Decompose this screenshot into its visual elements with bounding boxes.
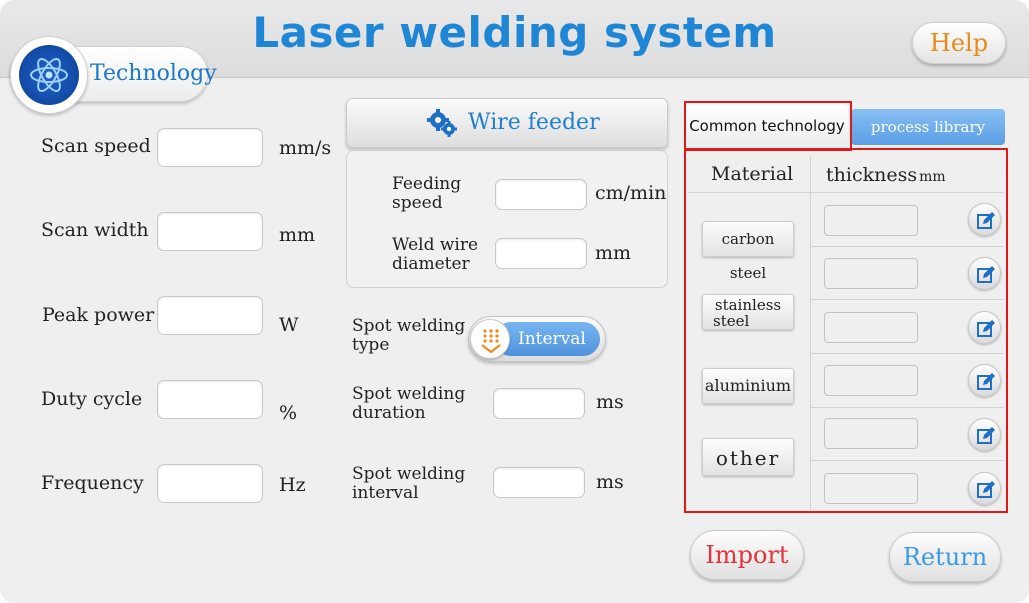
thickness-field[interactable] (824, 473, 918, 504)
table-column-divider (810, 155, 811, 510)
thickness-field[interactable] (824, 365, 918, 396)
wire-feeder-button[interactable] (346, 98, 668, 148)
spot-welding-interval-unit: ms (596, 471, 624, 493)
peak-power-input[interactable] (157, 296, 263, 335)
tab-common-technology[interactable]: Common technology (686, 104, 848, 148)
edit-button-row-4[interactable] (968, 364, 1001, 397)
duty-cycle-input[interactable] (157, 380, 263, 419)
peak-power-label: Peak power (42, 304, 155, 326)
scan-width-unit: mm (279, 224, 316, 246)
table-header-divider (688, 192, 1004, 193)
spot-welding-duration-input[interactable] (493, 388, 585, 419)
spot-welding-duration-label: Spot welding duration (352, 384, 466, 423)
material-other[interactable]: other (702, 438, 794, 476)
edit-icon (977, 320, 995, 337)
feeding-speed-label: Feeding speed (392, 174, 462, 213)
edit-icon (977, 212, 995, 229)
peak-power-unit: W (279, 314, 299, 336)
frequency-unit: Hz (279, 474, 306, 496)
row-divider (811, 460, 1004, 461)
tab-process-library[interactable]: process library (851, 109, 1005, 145)
wire-feeder-label: Wire feeder (468, 110, 600, 135)
edit-button-row-1[interactable] (968, 203, 1001, 236)
interval-dots-icon (481, 329, 501, 354)
row-divider (811, 353, 1004, 354)
edit-icon (977, 373, 995, 390)
scan-speed-unit: mm/s (279, 137, 332, 159)
toggle-knob[interactable] (470, 319, 510, 359)
material-stainless-steel[interactable]: stainless steel (702, 294, 794, 330)
atom-icon (30, 58, 68, 92)
duty-cycle-unit: % (279, 402, 298, 424)
material-header: Material (711, 163, 794, 185)
scan-speed-label: Scan speed (41, 135, 151, 157)
thickness-field[interactable] (824, 418, 918, 449)
frequency-input[interactable] (157, 464, 263, 503)
import-button[interactable]: Import (690, 530, 804, 580)
duty-cycle-label: Duty cycle (41, 388, 143, 410)
highlight-box-table (684, 148, 1008, 513)
help-button[interactable]: Help (912, 22, 1006, 64)
weld-wire-diameter-label: Weld wire diameter (392, 235, 479, 274)
edit-button-row-5[interactable] (968, 418, 1001, 451)
scan-width-input[interactable] (157, 212, 263, 251)
spot-welding-type-value: Interval (518, 329, 586, 349)
gear-icon (427, 109, 457, 137)
edit-icon (977, 266, 995, 283)
frequency-label: Frequency (41, 472, 144, 494)
toggle-fill (494, 322, 600, 356)
return-button[interactable]: Return (889, 532, 1001, 582)
row-divider (811, 299, 1004, 300)
scan-speed-input[interactable] (157, 128, 263, 167)
material-aluminium[interactable]: aluminium (702, 368, 794, 404)
spot-welding-interval-label: Spot welding interval (352, 464, 466, 503)
weld-wire-diameter-input[interactable] (495, 238, 587, 269)
feeding-speed-input[interactable] (495, 179, 587, 210)
edit-button-row-6[interactable] (968, 472, 1001, 505)
scan-width-label: Scan width (41, 219, 149, 241)
page-title: Laser welding system (252, 8, 777, 57)
edit-icon (977, 427, 995, 444)
thickness-field[interactable] (824, 312, 918, 343)
spot-welding-duration-unit: ms (596, 391, 624, 413)
edit-button-row-3[interactable] (968, 311, 1001, 344)
row-divider (811, 246, 1004, 247)
weld-wire-diameter-unit: mm (595, 242, 632, 264)
spot-welding-interval-input[interactable] (493, 467, 585, 498)
highlight-box-tab (684, 101, 852, 151)
spot-welding-type-label: Spot welding type (352, 316, 466, 355)
feeding-speed-unit: cm/min (595, 182, 667, 204)
technology-label: Technology (90, 61, 217, 86)
edit-button-row-2[interactable] (968, 257, 1001, 290)
edit-icon (977, 481, 995, 498)
thickness-field[interactable] (824, 258, 918, 289)
material-carbon-steel[interactable]: carbon steel (702, 221, 794, 282)
row-divider (811, 407, 1004, 408)
thickness-field[interactable] (824, 205, 918, 236)
technology-logo (10, 36, 88, 114)
